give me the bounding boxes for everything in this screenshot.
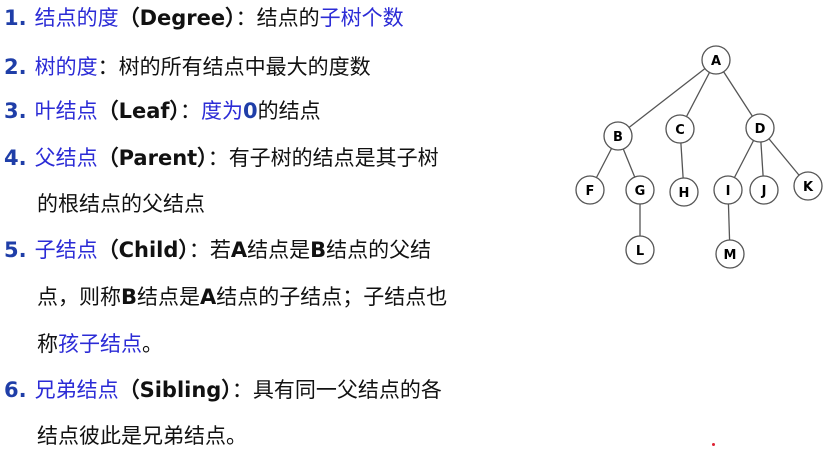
node-l: L bbox=[625, 235, 655, 265]
definition-4-continued: 的根结点的父结点 bbox=[37, 192, 205, 216]
highlight: 子树个数 bbox=[319, 6, 404, 30]
item-number: 5. bbox=[4, 238, 27, 262]
node-label: D bbox=[755, 122, 766, 137]
term: 父结点 bbox=[34, 146, 98, 170]
term: 兄弟结点 bbox=[34, 378, 119, 402]
node-a: A bbox=[701, 45, 731, 75]
item-number: 6. bbox=[4, 378, 27, 402]
definition-6-continued: 结点彼此是兄弟结点。 bbox=[37, 424, 247, 448]
node-label: B bbox=[613, 130, 623, 145]
zero-value: 0 bbox=[243, 99, 258, 123]
node-b: B bbox=[603, 121, 633, 151]
highlight: 度为 bbox=[201, 99, 244, 123]
english-term: （Child） bbox=[97, 238, 189, 262]
definition-3: 3.叶结点（Leaf）：度为0的结点 bbox=[4, 99, 321, 123]
item-number: 4. bbox=[4, 146, 27, 170]
definition-6: 6.兄弟结点（Sibling）：具有同一父结点的各 bbox=[4, 378, 442, 402]
definition-5: 5.子结点（Child）：若A结点是B结点的父结 bbox=[4, 238, 432, 262]
node-j: J bbox=[749, 175, 779, 205]
node-h: H bbox=[669, 177, 699, 207]
english-term: （Leaf） bbox=[97, 99, 181, 123]
node-k: K bbox=[793, 171, 823, 201]
node-g: G bbox=[625, 175, 655, 205]
node-label: L bbox=[636, 244, 644, 259]
node-c: C bbox=[665, 114, 695, 144]
node-label: J bbox=[761, 184, 767, 199]
definition-1: 1.结点的度（Degree）：结点的子树个数 bbox=[4, 6, 404, 30]
term: 树的度 bbox=[34, 55, 98, 79]
tree-diagram: A B C D F G H I J K L M bbox=[575, 45, 823, 269]
item-number: 3. bbox=[4, 99, 27, 123]
definition-2: 2.树的度：树的所有结点中最大的度数 bbox=[4, 55, 371, 79]
english-term: （Sibling） bbox=[118, 378, 232, 402]
item-number: 1. bbox=[4, 6, 27, 30]
node-label: G bbox=[635, 184, 646, 199]
item-number: 2. bbox=[4, 55, 27, 79]
node-label: A bbox=[711, 54, 721, 69]
node-label: I bbox=[726, 184, 731, 199]
node-label: F bbox=[586, 184, 595, 199]
definition-4: 4.父结点（Parent）：有子树的结点是其子树 bbox=[4, 146, 439, 170]
tree-edges bbox=[589, 59, 809, 255]
node-m: M bbox=[715, 239, 745, 269]
highlight: 孩子结点 bbox=[58, 332, 142, 356]
node-d: D bbox=[745, 113, 775, 143]
node-label: H bbox=[679, 186, 690, 201]
definition-5-continued-2: 称孩子结点。 bbox=[37, 332, 163, 356]
term: 子结点 bbox=[34, 238, 98, 262]
cursor-dot bbox=[712, 443, 715, 446]
edge-a-b bbox=[617, 59, 717, 137]
node-label: K bbox=[803, 180, 814, 195]
english-term: （Parent） bbox=[97, 146, 208, 170]
node-f: F bbox=[575, 175, 605, 205]
node-label: C bbox=[675, 123, 685, 138]
english-term: （Degree） bbox=[118, 6, 236, 30]
node-label: M bbox=[724, 248, 737, 263]
term: 叶结点 bbox=[34, 99, 98, 123]
term: 结点的度 bbox=[34, 6, 119, 30]
definition-5-continued: 点，则称B结点是A结点的子结点；子结点也 bbox=[37, 285, 448, 309]
node-i: I bbox=[713, 175, 743, 205]
